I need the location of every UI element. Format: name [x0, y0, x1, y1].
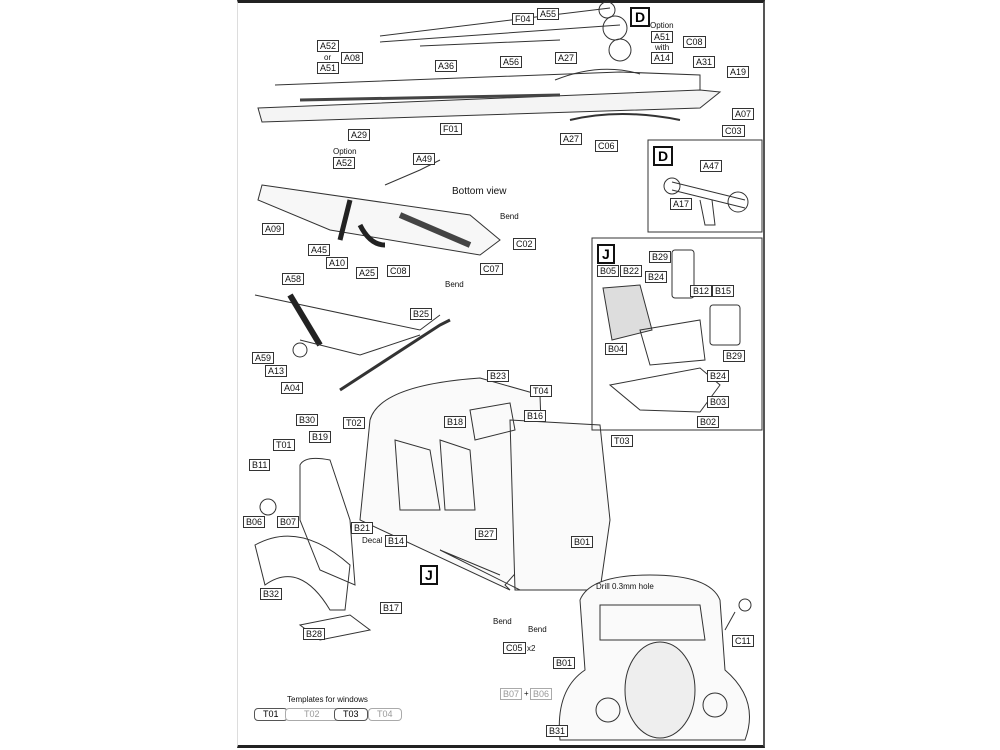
part-label: B17	[380, 602, 403, 614]
part-label: A13	[265, 365, 288, 377]
part-label: B15	[712, 285, 735, 297]
templates-title: Templates for windows	[287, 695, 368, 704]
part-label: A31	[693, 56, 716, 68]
axle-detail-drawing	[663, 177, 749, 226]
bend-text: Bend	[493, 617, 512, 626]
part-label: B06	[530, 688, 553, 700]
part-label: T03	[611, 435, 633, 447]
part-label: B12	[690, 285, 713, 297]
part-label: A17	[670, 198, 693, 210]
part-label: B31	[546, 725, 569, 737]
part-label: A59	[252, 352, 275, 364]
part-label: B04	[605, 343, 628, 355]
part-label: B30	[296, 414, 319, 426]
quantity-text: x2	[527, 644, 536, 653]
part-label: C05	[503, 642, 526, 654]
part-label: B18	[444, 416, 467, 428]
or-text: or	[324, 53, 332, 62]
template-t02: T02	[285, 708, 339, 721]
bend-text: Bend	[500, 212, 519, 221]
part-label: B29	[723, 350, 746, 362]
part-label: B23	[487, 370, 510, 382]
chassis-frame-drawing	[257, 1, 722, 123]
part-label: C07	[480, 263, 503, 275]
part-label: B28	[303, 628, 326, 640]
part-label: C11	[732, 635, 754, 647]
part-label: A27	[560, 133, 583, 145]
part-label: B22	[620, 265, 643, 277]
decal-text: Decal	[362, 536, 383, 545]
part-label: A04	[281, 382, 304, 394]
bend-text: Bend	[445, 280, 464, 289]
part-label: A29	[348, 129, 371, 141]
part-label: B27	[475, 528, 498, 540]
part-label: B14	[385, 535, 408, 547]
part-label: B03	[707, 396, 730, 408]
option-text: Option	[333, 147, 357, 156]
part-label: F01	[440, 123, 462, 135]
part-label: B05	[597, 265, 620, 277]
part-label: A19	[727, 66, 750, 78]
part-label: A51	[317, 62, 340, 74]
part-label: T01	[273, 439, 295, 451]
part-label: B07	[277, 516, 300, 528]
part-label: A07	[732, 108, 755, 120]
part-label: A14	[651, 52, 674, 64]
part-label: B19	[309, 431, 332, 443]
part-label: B25	[410, 308, 433, 320]
part-label: B24	[645, 271, 668, 283]
part-label: A36	[435, 60, 458, 72]
part-label: A56	[500, 56, 523, 68]
seat-detail-drawing	[602, 249, 741, 413]
bottom-view-title: Bottom view	[452, 186, 507, 197]
part-label: A08	[341, 52, 364, 64]
part-label: A25	[356, 267, 379, 279]
part-label: A49	[413, 153, 436, 165]
part-label: C02	[513, 238, 536, 250]
part-label: B06	[243, 516, 266, 528]
part-label: A27	[555, 52, 578, 64]
front-suspension-drawing	[254, 293, 451, 392]
part-label: A58	[282, 273, 305, 285]
option-text: Option	[650, 21, 674, 30]
part-label: T02	[343, 417, 365, 429]
bend-text: Bend	[528, 625, 547, 634]
callout-j: J	[420, 565, 438, 585]
part-label: F04	[512, 13, 534, 25]
part-label: B32	[260, 588, 283, 600]
template-t04: T04	[368, 708, 402, 721]
part-label: B21	[351, 522, 374, 534]
part-label: A52	[317, 40, 340, 52]
drill-note: Drill 0.3mm hole	[596, 582, 654, 591]
part-label: A47	[700, 160, 723, 172]
part-label: A51	[651, 31, 674, 43]
part-label: A55	[537, 8, 560, 20]
template-t03: T03	[334, 708, 368, 721]
detail-d-title: D	[653, 146, 674, 166]
part-label: C06	[595, 140, 618, 152]
part-label: T04	[530, 385, 552, 397]
callout-d: D	[630, 7, 651, 27]
part-label: C03	[722, 125, 745, 137]
part-label: B01	[553, 657, 576, 669]
plus-text: +	[524, 689, 529, 698]
bottom-view-drawing	[257, 159, 501, 256]
with-text: with	[655, 43, 670, 52]
part-label: B29	[649, 251, 672, 263]
part-label: B16	[524, 410, 547, 422]
part-label: C08	[387, 265, 410, 277]
template-t01: T01	[254, 708, 288, 721]
part-label: A09	[262, 223, 285, 235]
part-label: C08	[683, 36, 706, 48]
part-label: B01	[571, 536, 594, 548]
detail-j-title: J	[597, 244, 615, 264]
part-label: A10	[326, 257, 349, 269]
part-label: A52	[333, 157, 356, 169]
part-label: B02	[697, 416, 720, 428]
truck-front-drawing	[558, 574, 752, 741]
part-label: B11	[249, 459, 271, 471]
part-label: A45	[308, 244, 331, 256]
part-label: B24	[707, 370, 730, 382]
part-label: B07	[500, 688, 523, 700]
